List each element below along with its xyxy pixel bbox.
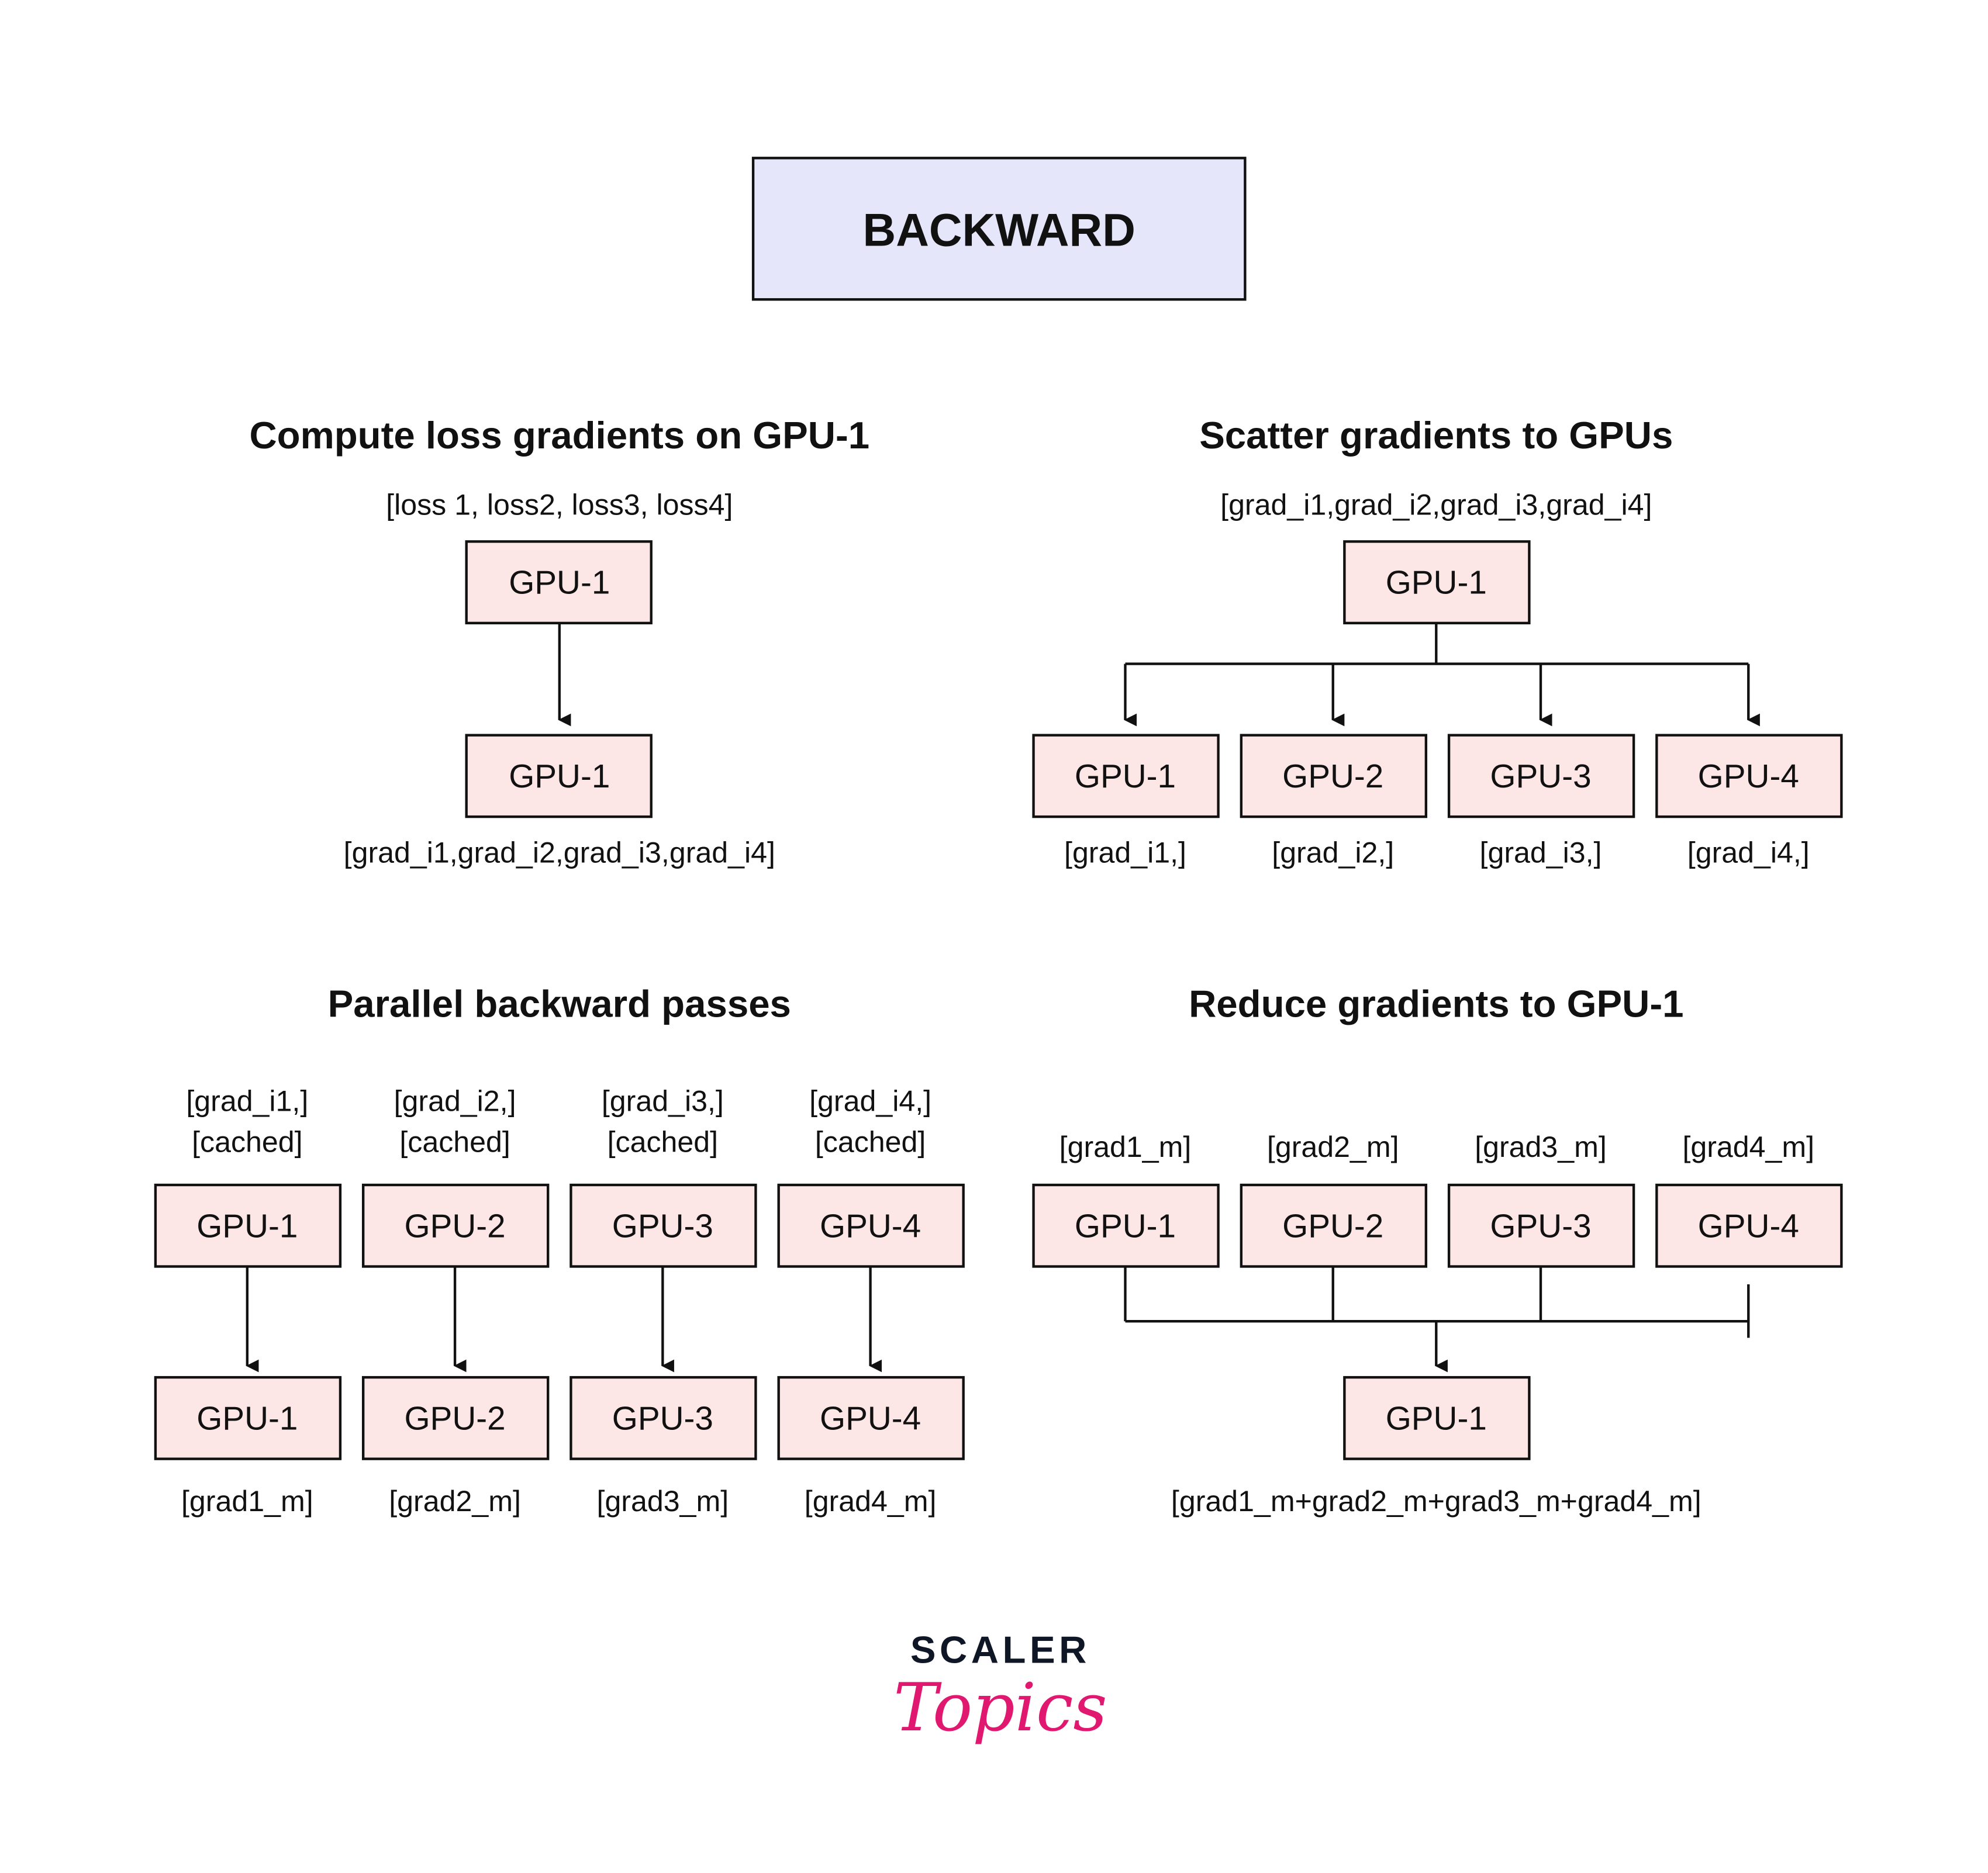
title: BACKWARD [863,205,1135,256]
node-output-label: [grad_i2,] [1272,837,1394,869]
scatter-target-node: GPU-2 [grad_i2,] [1240,734,1428,869]
node-label: GPU-3 [1490,758,1591,795]
node-label: GPU-1 [1386,565,1487,602]
node-label: GPU-1 [1386,1400,1487,1437]
lane-input-label: [grad_i1,] [186,1085,308,1118]
parallel-lane: [grad_i4,] [cached] GPU-4 GPU-4 [grad4_m… [777,1085,965,1518]
reduce-source-node: [grad3_m] GPU-3 [1447,1131,1635,1268]
lane-input-label: [grad_i3,] [602,1085,724,1118]
node-output-label: [grad_i3,] [1480,837,1602,869]
lane-input-label: [grad_i2,] [394,1085,516,1118]
node-label: GPU-1 [509,565,610,602]
reduce-source-node: [grad1_m] GPU-1 [1032,1131,1220,1268]
reduce-source-node: [grad4_m] GPU-4 [1655,1131,1843,1268]
reduce-output-label: [grad1_m+grad2_m+grad3_m+grad4_m] [1171,1485,1701,1518]
node-input-label: [grad1_m] [1059,1131,1192,1163]
node-label: GPU-1 [1075,758,1176,795]
node-label: GPU-4 [820,1208,921,1245]
compute-heading: Compute loss gradients on GPU-1 [249,414,869,457]
compute-input-label: [loss 1, loss2, loss3, loss4] [386,489,733,521]
node-label: GPU-1 [1075,1208,1176,1245]
scatter-heading: Scatter gradients to GPUs [1199,414,1673,457]
scaler-topics-logo: SCALER Topics [893,1628,1107,1746]
parallel-section: Parallel backward passes [grad_i1,] [cac… [154,982,965,1518]
scatter-connector [1125,623,1749,665]
logo-topics: Topics [893,1669,1107,1746]
node-label: GPU-3 [612,1208,713,1245]
node-label: GPU-1 [196,1400,298,1437]
node-label: GPU-4 [1698,1208,1799,1245]
reduce-target-node: GPU-1 [1343,1376,1531,1460]
scatter-input-label: [grad_i1,grad_i2,grad_i3,grad_i4] [1220,489,1652,521]
node-label: GPU-2 [404,1400,505,1437]
lane-output-label: [grad1_m] [181,1485,313,1518]
compute-output-label: [grad_i1,grad_i2,grad_i3,grad_i4] [344,837,775,869]
scatter-source-node: GPU-1 [1343,540,1531,625]
reduce-section: Reduce gradients to GPU-1 [grad1_m] GPU-… [1032,982,1843,1518]
parallel-heading: Parallel backward passes [328,982,791,1025]
lane-cached-label: [cached] [399,1125,510,1158]
node-output-label: [grad_i1,] [1064,837,1186,869]
reduce-source-node: [grad2_m] GPU-2 [1240,1131,1428,1268]
lane-output-label: [grad3_m] [597,1485,729,1518]
node-input-label: [grad2_m] [1267,1131,1399,1163]
compute-target-node: GPU-1 [465,734,653,818]
node-label: GPU-1 [196,1208,298,1245]
scatter-section: Scatter gradients to GPUs [grad_i1,grad_… [1032,414,1843,869]
parallel-lane: [grad_i2,] [cached] GPU-2 GPU-2 [grad2_m… [361,1085,550,1518]
node-label: GPU-3 [1490,1208,1591,1245]
parallel-lane: [grad_i3,] [cached] GPU-3 GPU-3 [grad3_m… [570,1085,757,1518]
node-label: GPU-2 [404,1208,505,1245]
node-input-label: [grad3_m] [1475,1131,1607,1163]
node-label: GPU-2 [1282,758,1383,795]
reduce-connector [1124,1266,1750,1338]
lane-cached-label: [cached] [608,1125,718,1158]
node-label: GPU-4 [820,1400,921,1437]
lane-input-label: [grad_i4,] [809,1085,931,1118]
compute-source-node: GPU-1 [465,540,653,625]
parallel-lane: [grad_i1,] [cached] GPU-1 GPU-1 [grad1_m… [154,1085,342,1518]
node-label: GPU-2 [1282,1208,1383,1245]
node-label: GPU-1 [509,758,610,795]
lane-cached-label: [cached] [815,1125,926,1158]
node-label: GPU-3 [612,1400,713,1437]
node-output-label: [grad_i4,] [1687,837,1810,869]
scatter-target-node: GPU-3 [grad_i3,] [1447,734,1635,869]
scatter-target-node: GPU-1 [grad_i1,] [1032,734,1220,869]
lane-output-label: [grad2_m] [389,1485,521,1518]
lane-cached-label: [cached] [192,1125,302,1158]
node-input-label: [grad4_m] [1682,1131,1814,1163]
lane-output-label: [grad4_m] [805,1485,937,1518]
node-label: GPU-4 [1698,758,1799,795]
compute-section: Compute loss gradients on GPU-1 [loss 1,… [249,414,869,869]
title-node: BACKWARD [751,157,1247,301]
reduce-heading: Reduce gradients to GPU-1 [1189,982,1683,1025]
scatter-target-node: GPU-4 [grad_i4,] [1655,734,1843,869]
logo-scaler: SCALER [910,1628,1090,1671]
